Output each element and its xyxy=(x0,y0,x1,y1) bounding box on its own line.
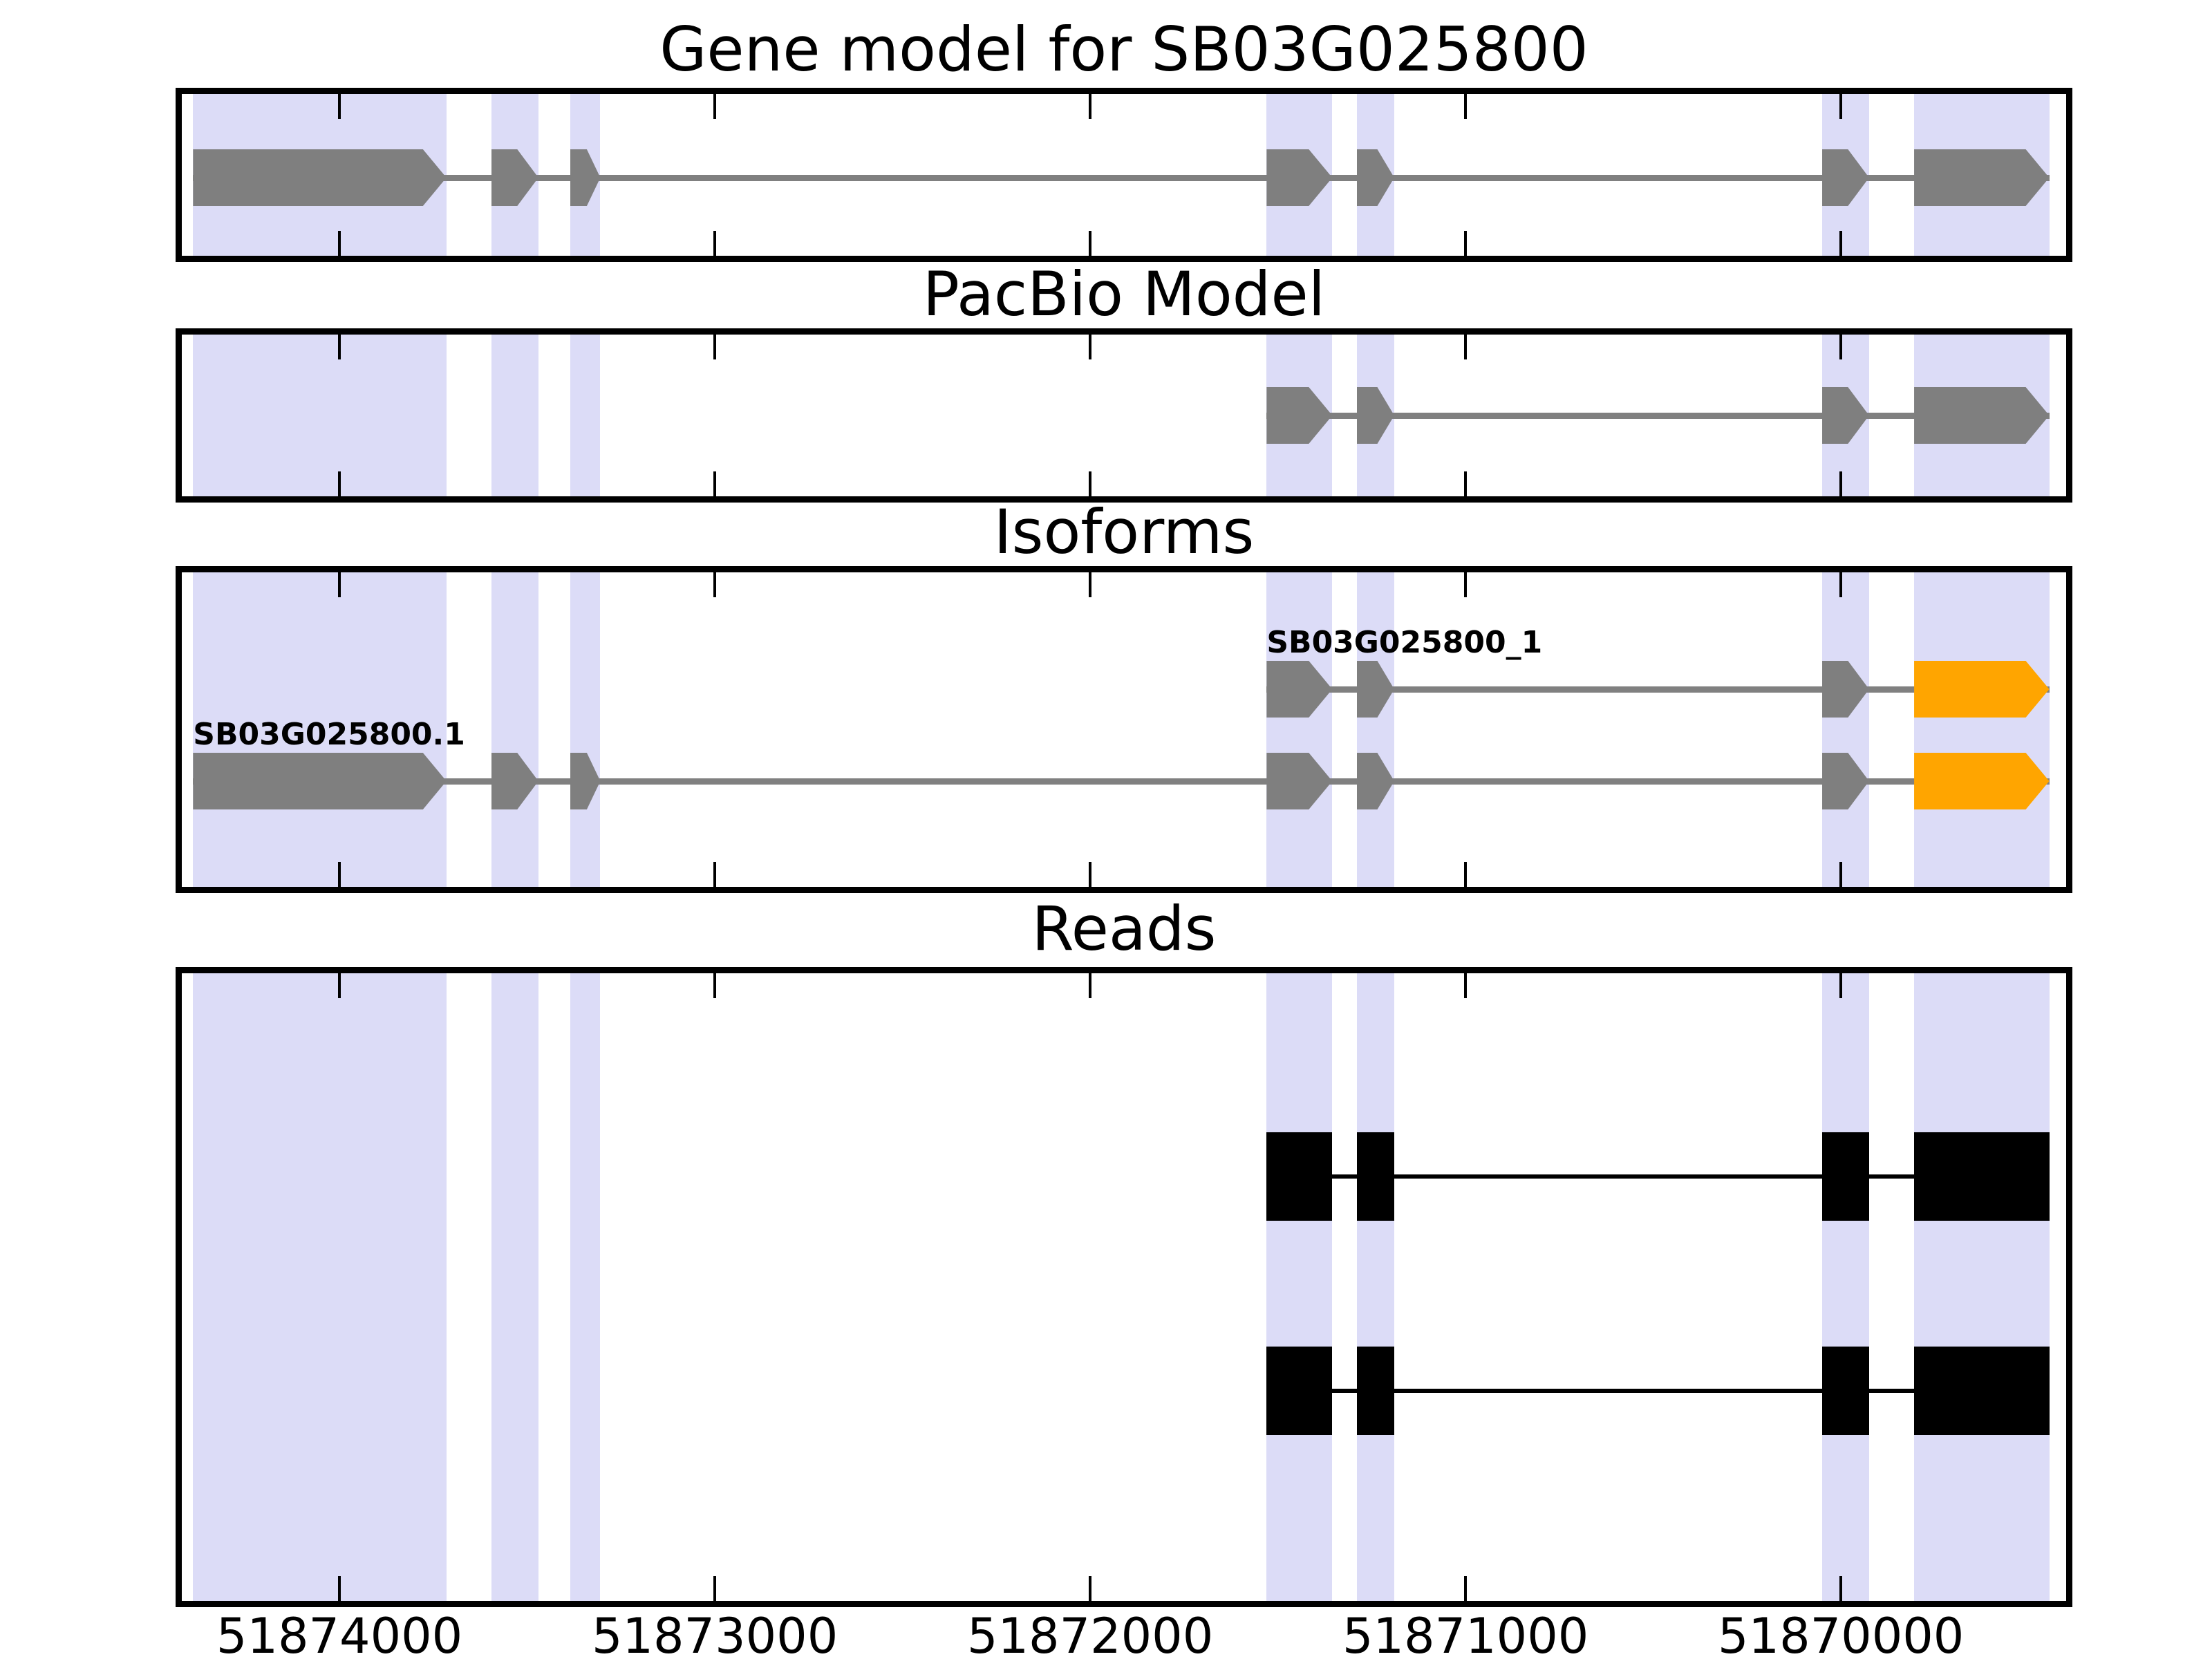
axis-tick xyxy=(338,231,341,256)
exon-highlight-band xyxy=(491,335,538,496)
panel-reads xyxy=(176,967,2072,1607)
axis-tick xyxy=(1089,94,1092,119)
axis-tick-label: 51871000 xyxy=(1342,1608,1589,1659)
axis-tick xyxy=(338,335,341,359)
exon-highlight-band xyxy=(570,973,601,1601)
axis-tick xyxy=(1464,862,1468,887)
exon-arrow xyxy=(1914,661,2050,718)
exon-highlight-band xyxy=(193,973,447,1601)
axis-tick-label: 51872000 xyxy=(966,1608,1214,1659)
axis-tick xyxy=(1089,973,1092,998)
exon-arrow xyxy=(1914,753,2050,809)
panel-title-isoforms: Isoforms xyxy=(993,496,1255,568)
axis-tick-label: 51874000 xyxy=(216,1608,463,1659)
axis-tick xyxy=(338,471,341,496)
axis-tick xyxy=(713,572,717,597)
exon-highlight-band xyxy=(1822,973,1869,1601)
axis-tick xyxy=(1464,471,1468,496)
axis-tick xyxy=(338,94,341,119)
axis-tick xyxy=(1839,862,1843,887)
exon-highlight-band xyxy=(570,572,601,887)
panel-pacbio xyxy=(176,328,2072,503)
exon-highlight-band xyxy=(1356,973,1394,1601)
exon-arrow xyxy=(193,753,447,809)
exon-arrow xyxy=(193,149,447,206)
axis-tick xyxy=(1464,231,1468,256)
isoform-label: SB03G025800.1 xyxy=(193,717,465,752)
exon-highlight-band xyxy=(193,572,447,887)
axis-tick xyxy=(713,335,717,359)
intron-line xyxy=(1266,686,2050,693)
read-block xyxy=(1822,1347,1869,1435)
axis-tick xyxy=(713,231,717,256)
exon-highlight-band xyxy=(193,335,447,496)
intron-line xyxy=(1266,1389,2050,1393)
axis-tick xyxy=(338,572,341,597)
exon-highlight-band xyxy=(1914,572,2050,887)
axis-tick xyxy=(1839,471,1843,496)
axis-tick xyxy=(1464,1576,1468,1601)
panel-gene-model xyxy=(176,88,2072,262)
panel-title-reads: Reads xyxy=(1031,893,1217,964)
read-block xyxy=(1914,1132,2050,1221)
axis-tick xyxy=(1839,335,1843,359)
read-block xyxy=(1914,1347,2050,1435)
axis-tick xyxy=(1839,973,1843,998)
read-block xyxy=(1822,1132,1869,1221)
axis-tick xyxy=(1839,231,1843,256)
isoform-label: SB03G025800_1 xyxy=(1266,625,1543,660)
axis-tick xyxy=(1464,973,1468,998)
exon-arrow xyxy=(1914,149,2050,206)
axis-tick xyxy=(713,1576,717,1601)
axis-tick xyxy=(1464,572,1468,597)
read-block xyxy=(1266,1132,1333,1221)
exon-highlight-band xyxy=(491,572,538,887)
axis-tick xyxy=(1839,94,1843,119)
axis-tick xyxy=(1089,1576,1092,1601)
axis-tick xyxy=(1089,572,1092,597)
exon-highlight-band xyxy=(1822,572,1869,887)
read-block xyxy=(1356,1132,1394,1221)
axis-tick xyxy=(338,1576,341,1601)
panel-title-pacbio: PacBio Model xyxy=(922,259,1326,330)
axis-tick-label: 51870000 xyxy=(1718,1608,1965,1659)
axis-tick xyxy=(1839,1576,1843,1601)
exon-highlight-band xyxy=(570,335,601,496)
axis-tick xyxy=(713,862,717,887)
intron-line xyxy=(193,174,2050,181)
axis-tick xyxy=(1839,572,1843,597)
read-block xyxy=(1266,1347,1333,1435)
intron-line xyxy=(1266,1174,2050,1179)
axis-tick xyxy=(713,94,717,119)
intron-line xyxy=(1266,412,2050,419)
panel-title-gene-model: Gene model for SB03G025800 xyxy=(659,14,1588,85)
axis-tick xyxy=(1089,335,1092,359)
axis-tick xyxy=(1089,862,1092,887)
axis-tick xyxy=(1464,94,1468,119)
axis-tick xyxy=(1089,231,1092,256)
exon-highlight-band xyxy=(1266,973,1333,1601)
axis-tick xyxy=(713,471,717,496)
exon-highlight-band xyxy=(491,973,538,1601)
axis-tick xyxy=(338,862,341,887)
axis-tick xyxy=(338,973,341,998)
axis-tick xyxy=(713,973,717,998)
intron-line xyxy=(193,778,2050,785)
exon-highlight-band xyxy=(1356,572,1394,887)
axis-tick xyxy=(1089,471,1092,496)
read-block xyxy=(1356,1347,1394,1435)
exon-highlight-band xyxy=(1266,572,1333,887)
axis-tick xyxy=(1464,335,1468,359)
exon-highlight-band xyxy=(1914,973,2050,1601)
axis-tick-label: 51873000 xyxy=(591,1608,838,1659)
exon-arrow xyxy=(1914,387,2050,444)
